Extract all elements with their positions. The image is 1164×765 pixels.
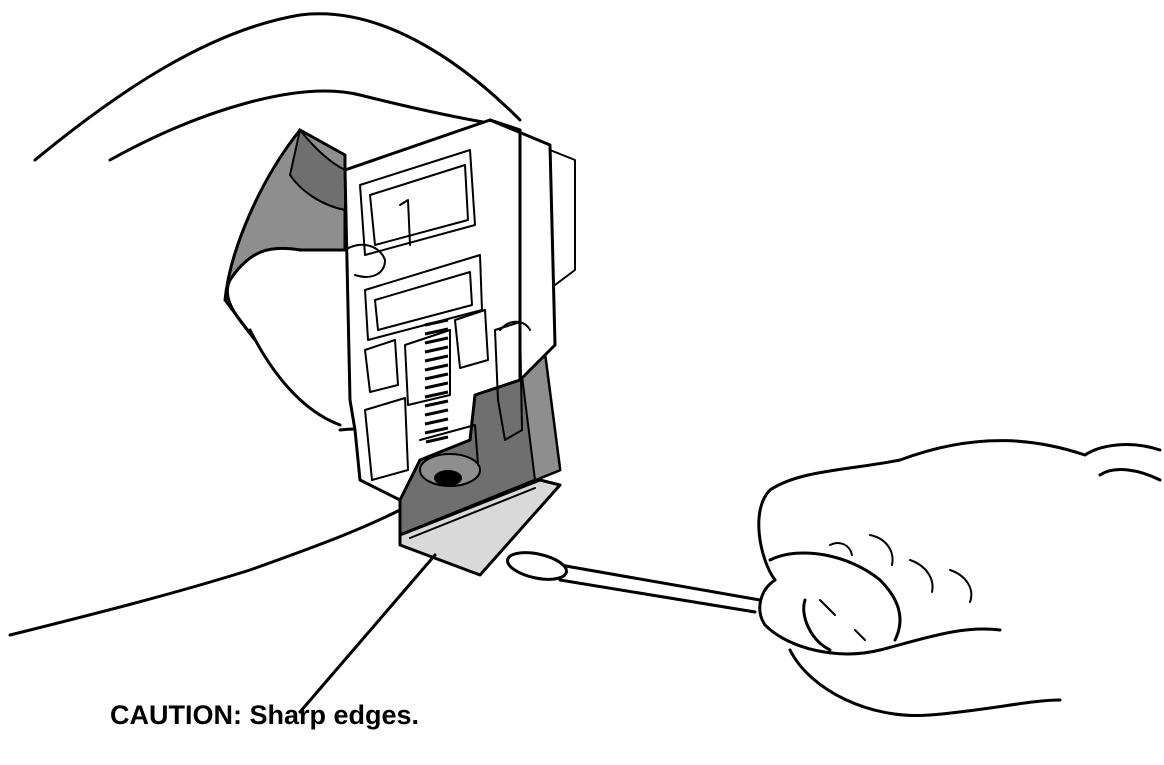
caution-caption: CAUTION: Sharp edges. <box>110 700 420 730</box>
leader-line <box>298 553 437 714</box>
sharp-edge <box>398 478 562 577</box>
cotton-swab <box>506 551 762 614</box>
spring <box>424 318 449 444</box>
printhead-assembly <box>343 118 576 537</box>
left-hand <box>8 12 522 637</box>
right-hand <box>757 439 1162 718</box>
